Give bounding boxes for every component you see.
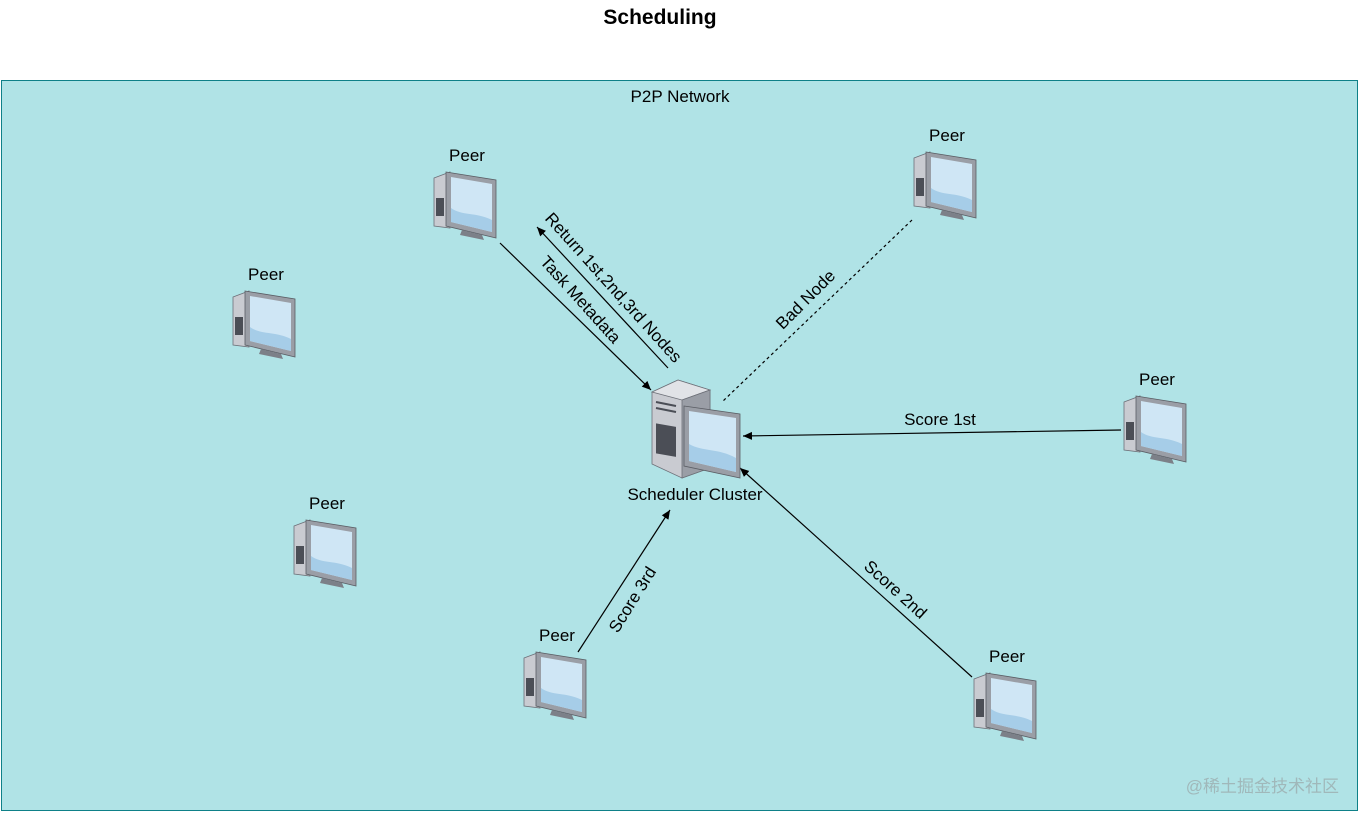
watermark: @稀土掘金技术社区 <box>1185 777 1339 796</box>
desktop-computer-icon <box>293 519 357 588</box>
desktop-computer-icon <box>232 290 296 359</box>
peer-label: Peer <box>989 647 1025 666</box>
peer-label: Peer <box>248 265 284 284</box>
edge-score-3rd <box>577 509 671 653</box>
diagram-title: Scheduling <box>603 6 717 29</box>
server-computer-icon <box>650 379 741 479</box>
peer-label: Peer <box>929 126 965 145</box>
edge-score-1st <box>742 429 1122 440</box>
edge-return-nodes <box>536 226 669 369</box>
peer-left-lower: Peer <box>282 494 372 594</box>
p2p-network-label: P2P Network <box>630 87 730 106</box>
peer-top: Peer <box>422 146 512 246</box>
desktop-computer-icon <box>973 672 1037 741</box>
desktop-computer-icon <box>1123 395 1187 464</box>
peer-bottom-center: Peer <box>512 626 602 726</box>
scheduler-cluster: Scheduler Cluster <box>610 378 780 508</box>
peer-left-upper: Peer <box>221 265 311 365</box>
peer-right: Peer <box>1112 370 1202 470</box>
edge-task-metadata <box>499 242 652 391</box>
desktop-computer-icon <box>913 151 977 220</box>
edge-label-score-1st: Score 1st <box>904 410 976 429</box>
peer-label: Peer <box>449 146 485 165</box>
peer-top-right: Peer <box>902 126 992 226</box>
scheduler-cluster-label: Scheduler Cluster <box>627 485 763 504</box>
peer-bottom-right: Peer <box>962 647 1052 747</box>
peer-label: Peer <box>1139 370 1175 389</box>
edge-score-2nd <box>739 467 973 678</box>
desktop-computer-icon <box>433 171 497 240</box>
peer-label: Peer <box>539 626 575 645</box>
edge-bad-node <box>721 219 913 403</box>
desktop-computer-icon <box>523 651 587 720</box>
peer-label: Peer <box>309 494 345 513</box>
